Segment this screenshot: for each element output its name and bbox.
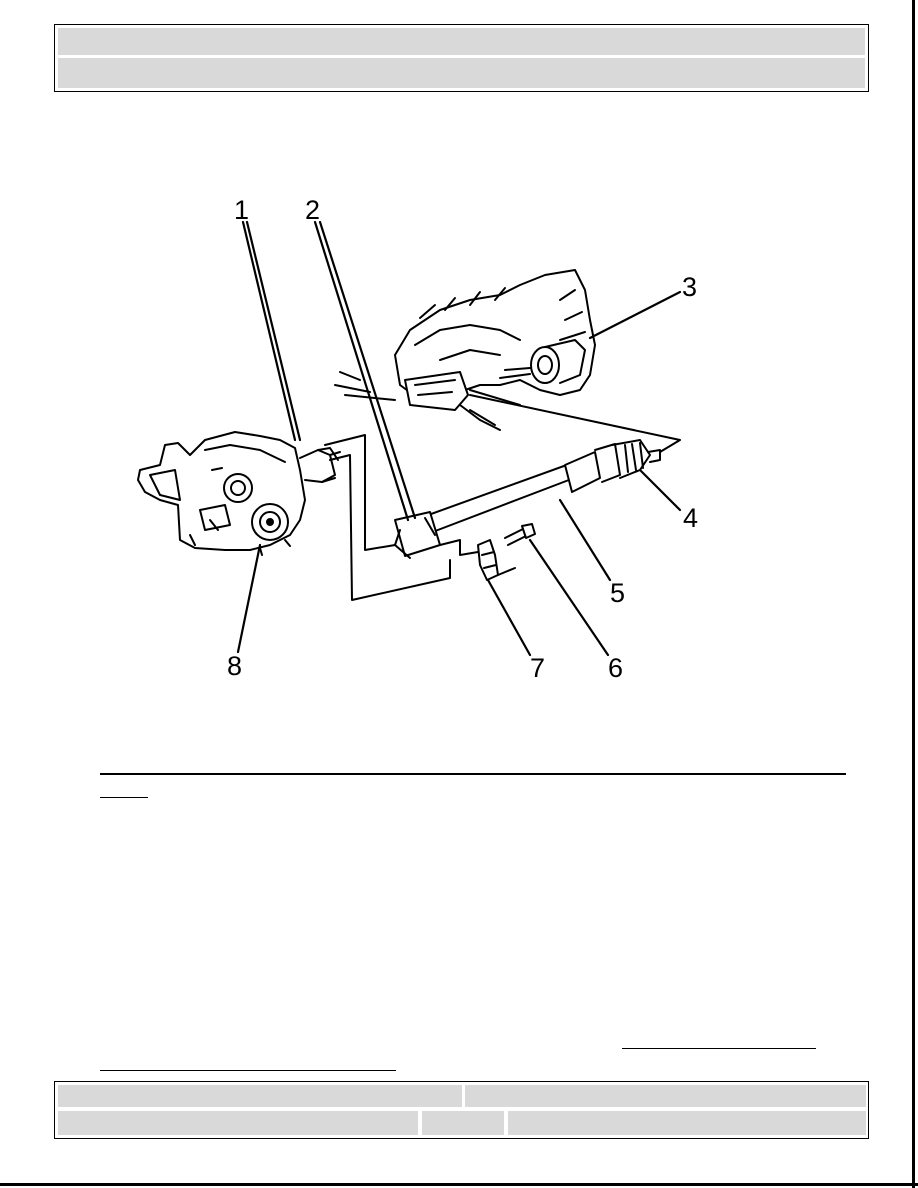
footer-cell-e xyxy=(508,1111,866,1135)
link-underline-left[interactable] xyxy=(100,1070,396,1071)
propeller-shaft-exploded-diagram xyxy=(137,220,682,657)
transfer-case-drawing xyxy=(334,269,596,431)
strap-drawing xyxy=(477,539,499,581)
page-edge-right xyxy=(912,0,915,1188)
link-underline-right[interactable] xyxy=(622,1048,816,1049)
document-footer xyxy=(54,1081,869,1139)
callout-8: 8 xyxy=(227,651,243,681)
callout-3: 3 xyxy=(682,272,698,302)
document-header xyxy=(54,24,869,92)
callout-5: 5 xyxy=(610,578,626,608)
link-underline-short[interactable] xyxy=(100,797,148,798)
footer-cell-a xyxy=(58,1085,462,1107)
footer-cell-d xyxy=(422,1111,504,1135)
callout-4: 4 xyxy=(683,503,699,533)
front-differential-drawing xyxy=(137,431,339,556)
table-top-rule xyxy=(100,773,846,775)
bolt-drawing xyxy=(504,523,536,546)
assembly-guide-lines xyxy=(324,389,681,601)
propeller-shaft-drawing xyxy=(394,439,661,559)
leader-lines xyxy=(236,220,682,657)
page-edge-bottom xyxy=(0,1183,918,1186)
callout-7: 7 xyxy=(530,653,546,683)
header-subtitle-row xyxy=(58,58,865,88)
callout-1: 1 xyxy=(234,195,250,225)
callout-6: 6 xyxy=(608,653,624,683)
callout-2: 2 xyxy=(305,195,321,225)
footer-cell-b xyxy=(465,1085,866,1107)
header-title-row xyxy=(58,28,865,55)
footer-cell-c xyxy=(58,1111,418,1135)
